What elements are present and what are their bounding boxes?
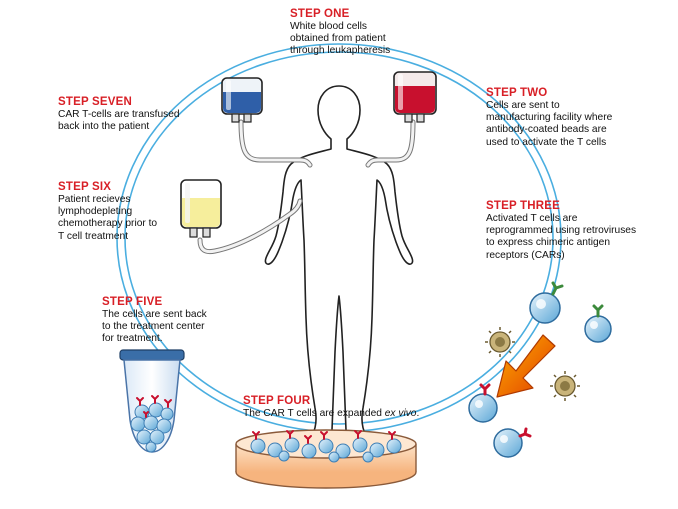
step-one-line-1: White blood cells bbox=[290, 21, 368, 32]
t-cell-icon bbox=[529, 281, 564, 324]
step-four-line-1: The CAR T cells are expanded ex vivo. bbox=[243, 408, 463, 420]
step-three-title: STEP THREE bbox=[486, 200, 560, 212]
step-one-line-3: through leukapheresis bbox=[290, 45, 391, 57]
t-cell-icon bbox=[584, 304, 612, 343]
t-cell-cluster bbox=[130, 402, 174, 453]
step-two-title: STEP TWO bbox=[486, 87, 548, 99]
step-three: STEP THREE Activated T cells are reprogr… bbox=[486, 200, 674, 262]
step-one: STEP ONE White blood cells obtained from… bbox=[290, 8, 440, 58]
iv-bag-icon bbox=[180, 179, 222, 238]
iv-bag-icon bbox=[393, 71, 437, 123]
step-four-title: STEP FOUR bbox=[243, 395, 311, 407]
step-one-line-2: obtained from patient bbox=[290, 33, 386, 45]
step-six-line-3: chemotherapy prior to bbox=[58, 218, 158, 230]
step-seven-line-2: back into the patient bbox=[58, 121, 150, 133]
step-four-text: The CAR T cells are expanded bbox=[243, 408, 385, 419]
step-five-line-2: to the treatment center bbox=[102, 321, 205, 333]
step-one-title: STEP ONE bbox=[290, 8, 350, 20]
step-six: STEP SIX Patient recieves lymphodepletin… bbox=[58, 181, 188, 243]
step-three-line-2: reprogrammed using retroviruses bbox=[486, 225, 637, 237]
step-four-text-end: . bbox=[416, 408, 420, 419]
retrovirus-icon bbox=[550, 371, 580, 401]
step-two-line-1: Cells are sent to bbox=[486, 100, 560, 111]
iv-bag-icon bbox=[221, 77, 263, 123]
step-four: STEP FOUR The CAR T cells are expanded e… bbox=[243, 395, 463, 420]
iv-tubing bbox=[197, 119, 416, 255]
step-two-line-3: antibody-coated beads are bbox=[486, 124, 607, 136]
step-six-line-4: T cell treatment bbox=[58, 230, 129, 242]
retrovirus-icon bbox=[485, 327, 515, 357]
t-cell-icon bbox=[493, 427, 532, 458]
step-two-line-2: manufacturing facility where bbox=[486, 112, 613, 124]
t-cell-cluster bbox=[250, 437, 402, 463]
step-five-line-1: The cells are sent back bbox=[102, 309, 207, 320]
step-two: STEP TWO Cells are sent to manufacturing… bbox=[486, 87, 662, 149]
arrow-icon bbox=[496, 334, 556, 398]
step-seven: STEP SEVEN CAR T-cells are transfused ba… bbox=[58, 96, 223, 133]
step-five-title: STEP FIVE bbox=[102, 296, 163, 308]
step-five: STEP FIVE The cells are sent back to the… bbox=[102, 296, 252, 346]
step-six-line-1: Patient recieves bbox=[58, 194, 131, 205]
step-five-line-3: for treatment. bbox=[102, 333, 163, 345]
step-two-line-4: used to activate the T cells bbox=[486, 136, 607, 148]
step-six-title: STEP SIX bbox=[58, 181, 112, 193]
human-silhouette-icon bbox=[264, 85, 414, 446]
step-seven-title: STEP SEVEN bbox=[58, 96, 133, 108]
step-four-text-italic: ex vivo bbox=[384, 408, 417, 419]
step-six-line-2: lymphodepleting bbox=[58, 206, 133, 218]
step-seven-line-1: CAR T-cells are transfused bbox=[58, 109, 180, 120]
step-three-line-1: Activated T cells are bbox=[486, 213, 578, 224]
t-cell-icon bbox=[468, 383, 498, 423]
test-tube-icon bbox=[119, 349, 185, 453]
petri-dish-icon bbox=[235, 429, 417, 489]
step-three-line-3: to express chimeric antigen bbox=[486, 237, 611, 249]
step-three-line-4: receptors (CARs) bbox=[486, 249, 565, 261]
